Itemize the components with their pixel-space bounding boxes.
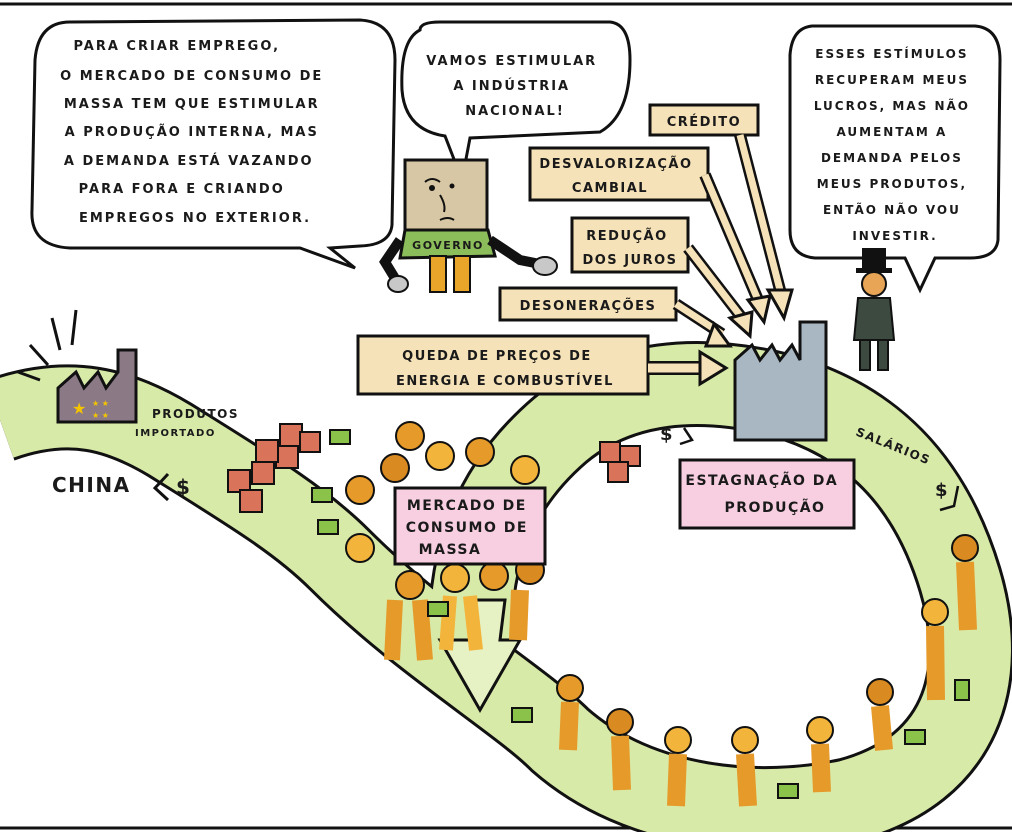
factory-icon xyxy=(733,320,828,442)
dollar-sign-china: $ xyxy=(176,475,191,499)
produtos-label: IMPORTADO xyxy=(135,428,216,439)
bubble-right-line: LUCROS, MAS NÃO xyxy=(814,98,970,113)
mercado-text: MASSA xyxy=(419,542,482,558)
estagnacao-text: PRODUÇÃO xyxy=(725,499,826,516)
bubble-right-line: DEMANDA PELOS xyxy=(821,151,963,165)
dollar-sign-road: $ xyxy=(660,424,674,445)
sign-desvalorizacao-text: DESVALORIZAÇÃO xyxy=(539,156,692,172)
dollar-sign-salarios: $ xyxy=(935,480,949,501)
sign-reducao-text: DOS JUROS xyxy=(582,253,677,268)
boxes-right xyxy=(599,441,641,483)
mercado-box: MERCADO DE CONSUMO DE MASSA xyxy=(393,486,547,566)
svg-text:QUEDA DE PREÇOS DE ENERG: QUEDA DE PREÇOS DE ENERGIA E COMBUSTÍVEL xyxy=(396,349,614,389)
bubble-right-line: INVESTIR. xyxy=(852,229,937,243)
bubble-left-line: EMPREGOS NO EXTERIOR. xyxy=(79,211,311,226)
businessman-character xyxy=(852,248,896,371)
svg-text:DESVALORIZAÇÃO CAMBIAL: DESVALORIZAÇÃO CAMBIAL xyxy=(539,156,698,196)
svg-text:MERCADO DE CONSUMO DE: MERCADO DE CONSUMO DE MASSA xyxy=(406,498,535,558)
mercado-text: CONSUMO DE xyxy=(406,520,528,536)
svg-text:PARA CRIAR EMPREGO, O ME: PARA CRIAR EMPREGO, O MERCADO DE CONSUMO… xyxy=(60,39,330,226)
bubble-left-line: PARA CRIAR EMPREGO, xyxy=(73,39,280,54)
bubble-left-line: O MERCADO DE CONSUMO DE xyxy=(60,69,323,84)
svg-text:PRODUTOS IMPORTADO: PRODUTOS IMPORTADO xyxy=(135,407,245,439)
sign-desoneracoes: DESONERAÇÕES xyxy=(498,286,733,348)
sign-desvalorizacao: DESVALORIZAÇÃO CAMBIAL xyxy=(528,146,772,326)
bubble-middle-line: VAMOS ESTIMULAR xyxy=(426,54,597,69)
sign-credito: CRÉDITO xyxy=(648,103,794,322)
svg-text:ESTAGNAÇÃO DA PRODUÇÃO: ESTAGNAÇÃO DA PRODUÇÃO xyxy=(685,472,844,516)
sign-reducao: REDUÇÃO DOS JUROS xyxy=(570,216,754,340)
svg-text:ESSES ESTÍMULOS RECUPERA: ESSES ESTÍMULOS RECUPERAM MEUS LUCROS, M… xyxy=(814,46,976,243)
bubble-right-line: ESSES ESTÍMULOS xyxy=(815,46,968,61)
crowd xyxy=(311,421,545,661)
star-icon: ★ xyxy=(72,399,86,418)
bubble-right-line: ENTÃO NÃO VOU xyxy=(823,202,961,217)
imported-boxes xyxy=(227,423,321,513)
bubble-middle-line: NACIONAL! xyxy=(465,104,565,119)
speech-bubble-left: PARA CRIAR EMPREGO, O MERCADO DE CONSUMO… xyxy=(30,18,397,270)
china-factory-icon: ★ ★ ★ ★ ★ xyxy=(17,309,138,424)
sign-desoneracoes-text: DESONERAÇÕES xyxy=(520,298,657,314)
bubble-middle-line: A INDÚSTRIA xyxy=(453,78,570,94)
sign-credito-text: CRÉDITO xyxy=(667,114,741,130)
speech-bubble-right: ESSES ESTÍMULOS RECUPERAM MEUS LUCROS, M… xyxy=(788,24,1002,294)
sign-reducao-text: REDUÇÃO xyxy=(586,228,667,244)
bubble-left-line: PARA FORA E CRIANDO xyxy=(79,182,285,197)
estagnacao-text: ESTAGNAÇÃO DA xyxy=(685,472,838,489)
svg-text:VAMOS ESTIMULAR A INDÚST: VAMOS ESTIMULAR A INDÚSTRIA NACIONAL! xyxy=(426,54,603,119)
bubble-right-line: AUMENTAM A xyxy=(837,125,948,139)
bubble-left-line: MASSA TEM QUE ESTIMULAR xyxy=(64,97,320,112)
governo-label: GOVERNO xyxy=(412,239,484,252)
produtos-label: PRODUTOS xyxy=(152,407,239,421)
sign-desvalorizacao-text: CAMBIAL xyxy=(572,181,648,196)
bubble-right-line: RECUPERAM MEUS xyxy=(815,73,969,87)
mercado-text: MERCADO DE xyxy=(407,498,527,514)
bubble-right-line: MEUS PRODUTOS, xyxy=(817,177,967,191)
svg-text:REDUÇÃO DOS JUROS: REDUÇÃO DOS JUROS xyxy=(582,228,677,268)
china-label: CHINA xyxy=(52,473,131,497)
svg-text:★ ★: ★ ★ xyxy=(92,399,109,408)
sign-queda-text: ENERGIA E COMBUSTÍVEL xyxy=(396,373,614,389)
speech-bubble-middle: VAMOS ESTIMULAR A INDÚSTRIA NACIONAL! xyxy=(400,20,632,186)
svg-text:★ ★: ★ ★ xyxy=(92,411,109,420)
bubble-left-line: A DEMANDA ESTÁ VAZANDO xyxy=(64,153,314,169)
workers xyxy=(511,534,979,807)
sign-queda: QUEDA DE PREÇOS DE ENERGIA E COMBUSTÍVEL xyxy=(356,334,729,396)
sign-queda-text: QUEDA DE PREÇOS DE xyxy=(402,349,592,364)
estagnacao-box: ESTAGNAÇÃO DA PRODUÇÃO xyxy=(678,458,856,530)
bubble-left-line: A PRODUÇÃO INTERNA, MAS xyxy=(65,124,319,140)
governo-character: GOVERNO xyxy=(379,158,558,293)
